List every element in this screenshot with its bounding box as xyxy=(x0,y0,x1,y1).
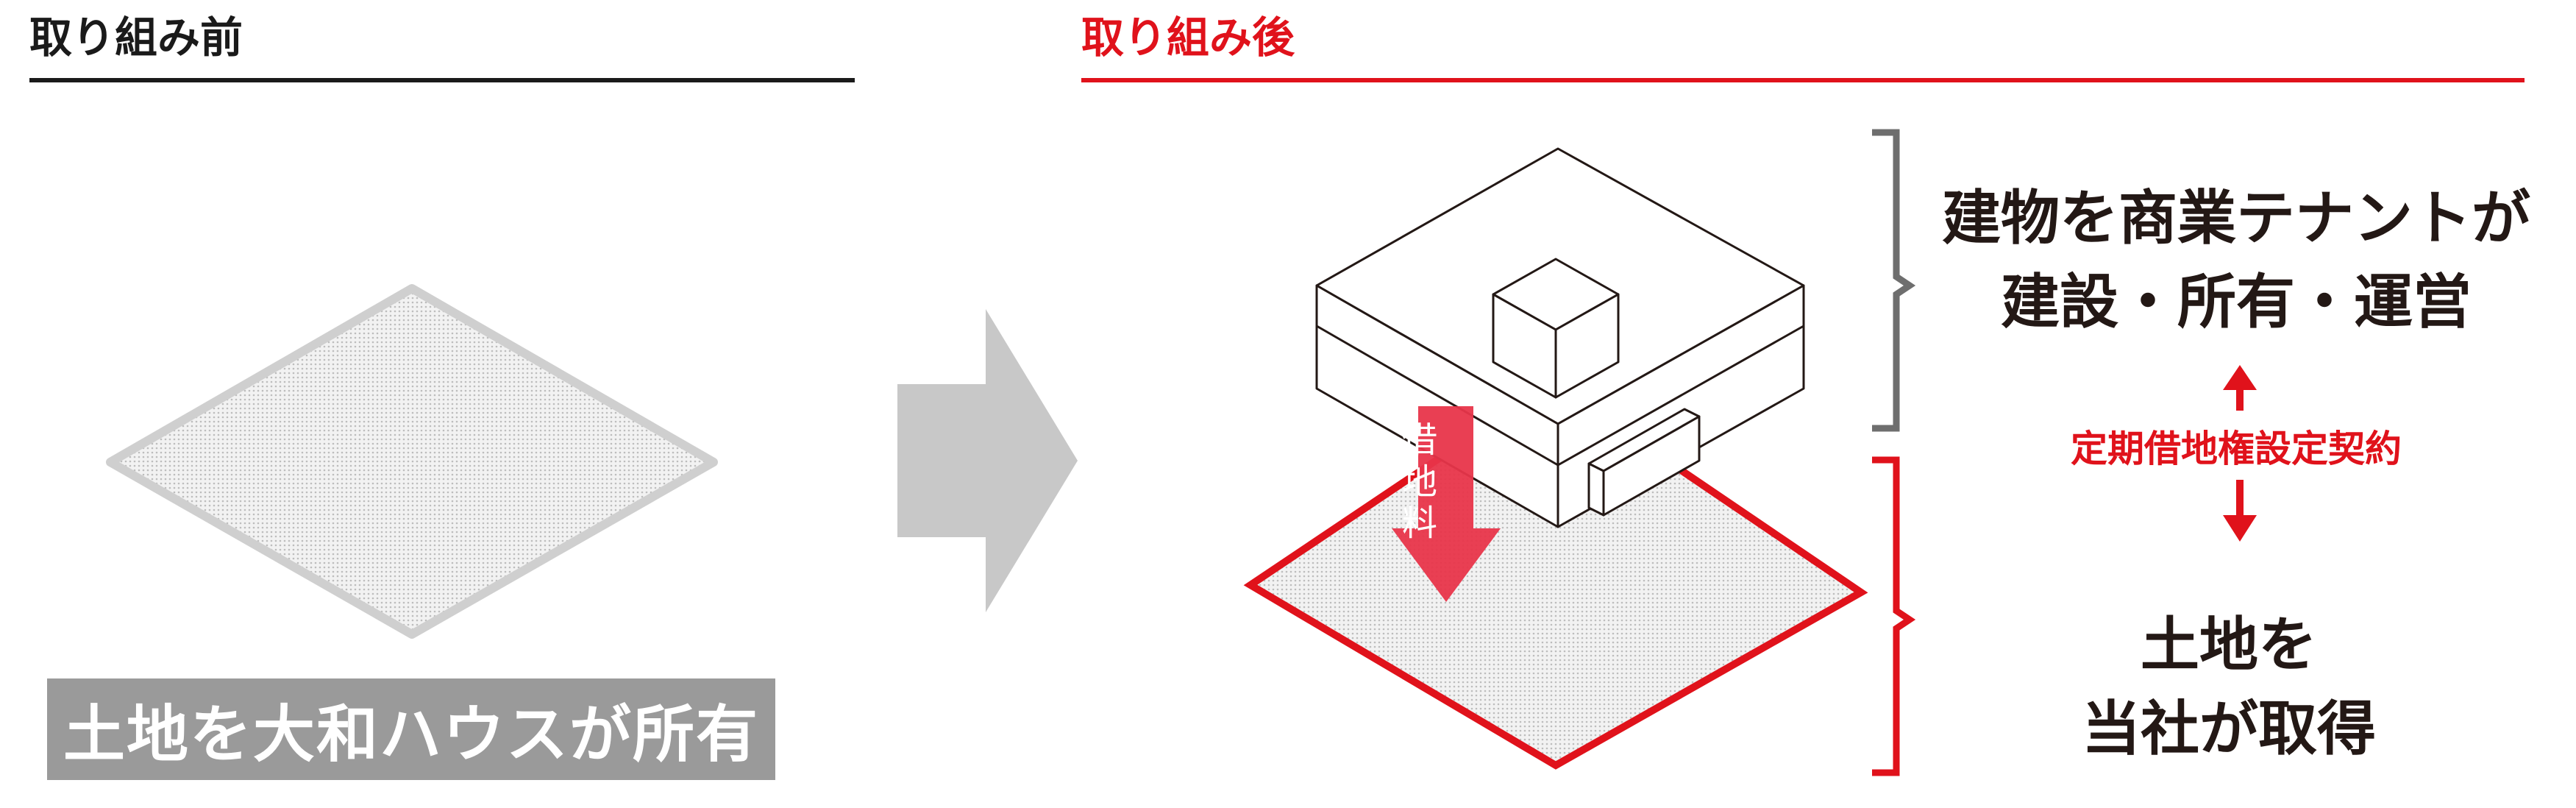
building-bracket xyxy=(1872,129,1916,432)
after-land-parcel xyxy=(1243,378,1868,770)
before-caption-label: 土地を大和ハウスが所有 xyxy=(47,678,775,780)
rent-arrow-icon xyxy=(1392,406,1501,602)
before-land-parcel xyxy=(106,284,718,639)
before-section-title: 取り組み前 xyxy=(29,13,243,63)
after-section-title: 取り組み後 xyxy=(1081,13,1295,63)
land-acquisition-label: 土地を 当社が取得 xyxy=(2023,603,2435,770)
building-label-line-1: 建物を商業テナントが xyxy=(1942,184,2530,252)
building-label-line-2: 建設・所有・運営 xyxy=(2001,267,2472,336)
contract-label: 定期借地権設定契約 xyxy=(2071,428,2402,470)
land-label-line-2: 当社が取得 xyxy=(2082,694,2376,763)
rent-char-1: 借 xyxy=(1401,419,1437,461)
building-icon xyxy=(1315,147,1805,528)
rent-label: 借 地 料 xyxy=(1396,419,1443,545)
transition-arrow-icon xyxy=(897,309,1078,612)
rent-char-2: 地 xyxy=(1401,461,1437,503)
land-label-line-1: 土地を xyxy=(2141,611,2317,679)
contract-double-arrow-icon xyxy=(2223,365,2257,542)
after-title-underline xyxy=(1081,78,2525,82)
rent-char-3: 料 xyxy=(1401,503,1437,545)
before-title-underline xyxy=(29,78,855,82)
land-bracket xyxy=(1872,456,1916,776)
building-ownership-label: 建物を商業テナントが 建設・所有・運営 xyxy=(1905,177,2567,344)
